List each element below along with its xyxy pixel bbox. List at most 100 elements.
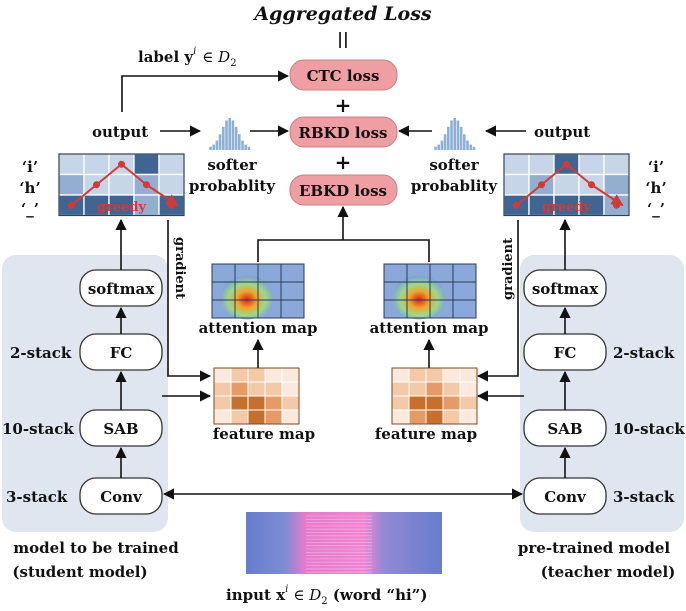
ebkd-loss-label: EBKD loss bbox=[299, 182, 387, 200]
greedy-path-end bbox=[145, 183, 179, 207]
grid-border bbox=[503, 153, 630, 217]
distribution-bar bbox=[225, 120, 228, 150]
label-arrow bbox=[121, 70, 290, 112]
attention-cell bbox=[452, 299, 477, 319]
teacher-caption-1: pre-trained model bbox=[518, 539, 670, 557]
teacher-conv-node: Conv bbox=[523, 477, 607, 515]
grid-cell bbox=[503, 153, 530, 176]
feature-cell bbox=[442, 409, 461, 425]
distribution-bar bbox=[456, 120, 460, 150]
feature-cell bbox=[425, 395, 444, 411]
row-label-blank-right: ‘_’ bbox=[647, 200, 665, 218]
distribution-bar bbox=[215, 140, 219, 150]
feature-cell bbox=[442, 395, 461, 411]
greedy-point bbox=[118, 160, 125, 168]
teacher-gradient-arrow bbox=[476, 220, 519, 382]
feature-cell bbox=[247, 409, 266, 425]
softer-label-left-2: probablity bbox=[189, 177, 276, 195]
softer-label-right-1: softer bbox=[429, 156, 479, 174]
distribution-bar bbox=[231, 120, 235, 150]
svg-text:softmax: softmax bbox=[532, 280, 599, 298]
distribution-bar bbox=[463, 134, 466, 150]
teacher-feature-map bbox=[391, 367, 478, 425]
ebkd-loss-box: EBKD loss bbox=[289, 174, 398, 206]
feature-cell bbox=[213, 395, 232, 411]
gradient-label-right: gradient bbox=[501, 238, 516, 300]
feature-cell bbox=[391, 367, 410, 383]
svg-text:softmax: softmax bbox=[88, 280, 155, 298]
row-label-i-right: ‘i’ bbox=[648, 158, 664, 176]
gradient-label-left: gradient bbox=[172, 237, 187, 299]
feature-cell bbox=[391, 395, 410, 411]
distribution-bar bbox=[244, 144, 247, 150]
feature-map-label-right: feature map bbox=[375, 425, 477, 443]
student-output-label: output bbox=[92, 123, 148, 141]
distribution-bar bbox=[437, 144, 440, 150]
distribution-bar bbox=[466, 140, 469, 150]
distribution-bar bbox=[218, 134, 222, 150]
feature-cell bbox=[264, 381, 283, 397]
grid-cell bbox=[553, 173, 580, 196]
distribution-bar bbox=[453, 118, 456, 150]
svg-text:Conv: Conv bbox=[100, 488, 143, 506]
greedy-path-down bbox=[120, 163, 148, 186]
feature-cell bbox=[247, 367, 266, 383]
rbkd-loss-label: RBKD loss bbox=[298, 124, 387, 142]
attention-map-label-right: attention map bbox=[370, 319, 489, 337]
feature-cell bbox=[281, 367, 300, 383]
feature-cell bbox=[425, 381, 444, 397]
greedy-label: greedy bbox=[542, 200, 592, 215]
feature-cell bbox=[264, 367, 283, 383]
feature-cell bbox=[230, 395, 249, 411]
feature-cell bbox=[459, 395, 478, 411]
grid-cell bbox=[158, 153, 185, 176]
distribution-bar bbox=[238, 134, 241, 150]
student-caption-1: model to be trained bbox=[13, 539, 179, 557]
row-label-i-left: ‘i’ bbox=[22, 158, 38, 176]
input-spectrogram bbox=[246, 512, 442, 574]
distribution-bar bbox=[459, 126, 463, 150]
greedy-point bbox=[588, 181, 595, 189]
stack-arrows bbox=[115, 218, 571, 478]
teacher-attention-map bbox=[383, 263, 477, 320]
teacher-panel bbox=[520, 255, 684, 532]
attention-cell bbox=[280, 299, 305, 319]
grid-cell bbox=[83, 153, 110, 176]
student-sab-stack: 10-stack bbox=[2, 420, 74, 438]
student-fc-node: FC bbox=[79, 333, 163, 371]
equals-sign: || bbox=[337, 29, 349, 48]
grid-cell bbox=[503, 173, 530, 196]
teacher-sab-node: SAB bbox=[523, 409, 607, 447]
grid-cell bbox=[133, 153, 160, 176]
feature-cell bbox=[247, 395, 266, 411]
row-label-h-left: ‘h’ bbox=[19, 179, 40, 197]
feature-cell bbox=[281, 381, 300, 397]
greedy-point bbox=[513, 201, 520, 209]
row-label-h-right: ‘h’ bbox=[645, 179, 666, 197]
student-output-grid: greedy bbox=[58, 153, 185, 217]
student-caption-2: (student model) bbox=[12, 563, 147, 581]
feature-cell bbox=[264, 409, 283, 425]
aggregated-loss-title: Aggregated Loss bbox=[252, 3, 432, 25]
distribution-bar bbox=[241, 140, 244, 150]
grid-cell bbox=[108, 173, 135, 196]
row-label-blank-left: ‘_’ bbox=[21, 200, 39, 218]
distribution-bar bbox=[472, 146, 476, 150]
student-conv-node: Conv bbox=[79, 477, 163, 515]
greedy-path-down bbox=[565, 163, 593, 186]
teacher-output-label: output bbox=[534, 123, 590, 141]
grid-border bbox=[58, 153, 185, 217]
label-text: label yi∈ D2 bbox=[138, 46, 237, 69]
softer-label-right-2: probablity bbox=[411, 177, 498, 195]
attention-flow-arrows bbox=[252, 205, 435, 368]
grid-cell bbox=[578, 153, 605, 176]
spectrogram-texture bbox=[306, 515, 372, 573]
attention-hotspot bbox=[220, 275, 273, 320]
softer-distribution-icon-right bbox=[434, 118, 476, 150]
svg-text:FC: FC bbox=[554, 344, 577, 362]
teacher-caption-2: (teacher model) bbox=[541, 563, 676, 581]
feature-cell bbox=[442, 381, 461, 397]
greedy-point bbox=[168, 201, 175, 209]
student-attention-map bbox=[211, 263, 305, 320]
feature-cell bbox=[281, 409, 300, 425]
